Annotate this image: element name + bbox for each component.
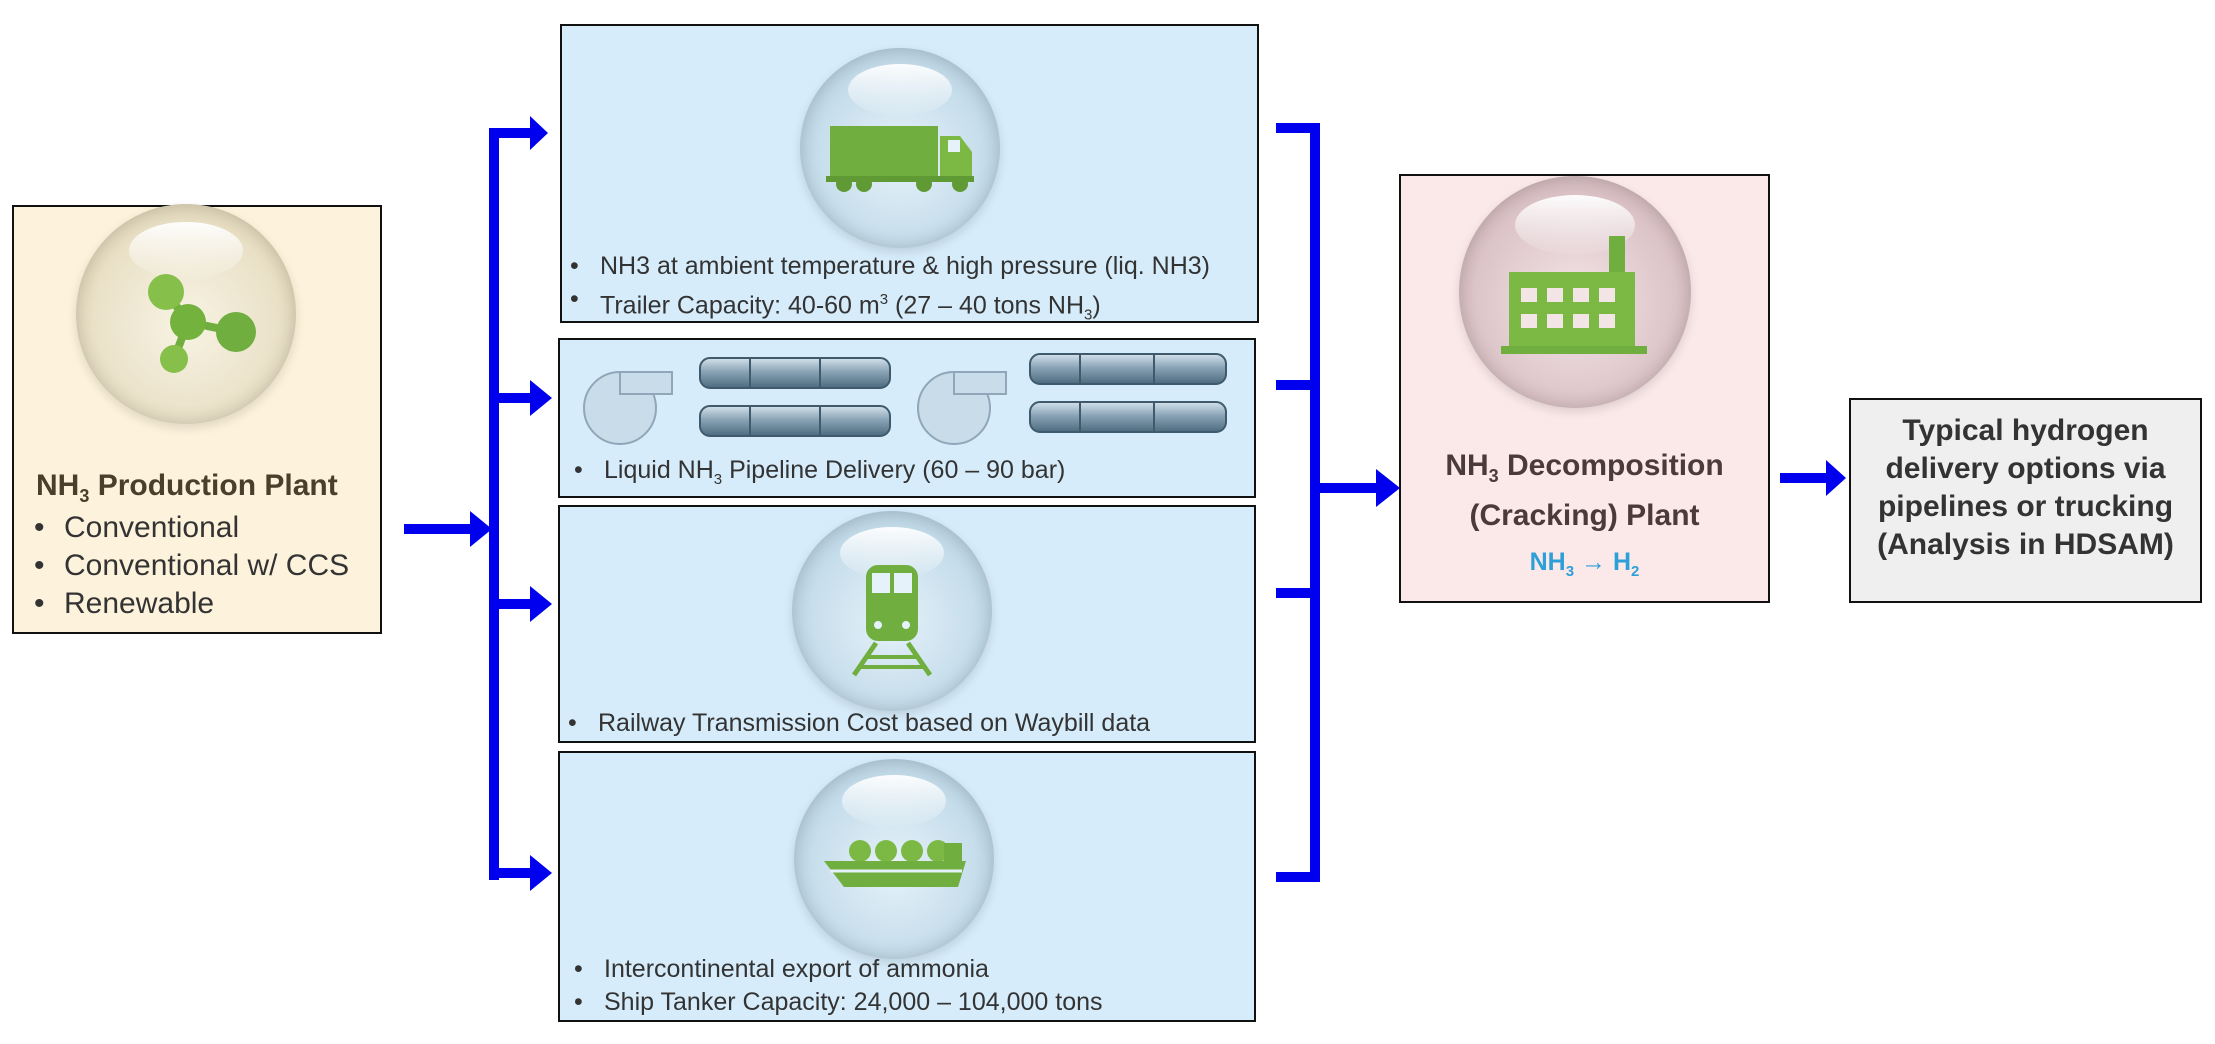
rail-orb (792, 511, 992, 711)
list-item: Conventional (28, 509, 349, 547)
arrowhead (530, 586, 552, 622)
list-item: Trailer Capacity: 40-60 m3 (27 – 40 tons… (564, 283, 1210, 331)
delivery-options-box: Typical hydrogen delivery options via pi… (1849, 398, 2202, 603)
truck-list: NH3 at ambient temperature & high pressu… (564, 250, 1210, 331)
list-item: Railway Transmission Cost based on Waybi… (562, 707, 1150, 740)
arrow-production-out (404, 524, 474, 534)
ship-icon (824, 840, 966, 887)
list-item: NH3 at ambient temperature & high pressu… (564, 250, 1210, 283)
arrow-to-delivery (1780, 473, 1830, 483)
orb-gloss (848, 64, 952, 116)
orb-gloss (842, 775, 946, 827)
list-item: Intercontinental export of ammonia (568, 953, 1103, 986)
cracking-title: NH3 Decomposition (Cracking) Plant (1445, 449, 1724, 532)
arrowhead (1376, 469, 1400, 507)
arrow-to-cracking (1320, 483, 1380, 493)
rail-list: Railway Transmission Cost based on Waybi… (562, 707, 1150, 740)
arrow-to-truck (489, 128, 535, 138)
arrowhead (1826, 460, 1846, 496)
pipeline-transport-box: Liquid NH3 Pipeline Delivery (60 – 90 ba… (558, 338, 1256, 498)
list-item: Liquid NH3 Pipeline Delivery (60 – 90 ba… (568, 454, 1065, 496)
cracking-plant-box: NH3 Decomposition (Cracking) Plant NH3 →… (1399, 174, 1770, 603)
cracking-formula: NH3 → H2 (1529, 548, 1640, 580)
molecule-icon (148, 274, 256, 373)
truck-icon (826, 126, 974, 192)
merge-from-rail (1276, 588, 1320, 598)
cracking-orb (1459, 176, 1691, 408)
list-item: Conventional w/ CCS (28, 547, 349, 585)
merge-spine (1310, 123, 1320, 881)
arrowhead (530, 380, 552, 416)
ship-transport-box: Intercontinental export of ammonia Ship … (558, 751, 1256, 1022)
factory-icon (1501, 236, 1647, 354)
merge-from-ship (1276, 872, 1320, 882)
production-plant-box: NH3 Production Plant Conventional Conven… (12, 204, 382, 634)
train-icon (851, 565, 933, 677)
list-item: Ship Tanker Capacity: 24,000 – 104,000 t… (568, 986, 1103, 1019)
truck-transport-box: NH3 at ambient temperature & high pressu… (560, 24, 1259, 323)
production-list: Conventional Conventional w/ CCS Renewab… (28, 509, 349, 623)
delivery-text: Typical hydrogen delivery options via pi… (1877, 414, 2174, 561)
list-item: Renewable (28, 585, 349, 623)
arrowhead (530, 855, 552, 891)
ship-list: Intercontinental export of ammonia Ship … (568, 953, 1103, 1019)
pipeline-icon (583, 353, 1227, 445)
rail-transport-box: Railway Transmission Cost based on Waybi… (558, 505, 1256, 743)
arrowhead (470, 511, 492, 547)
orb-gloss (128, 221, 244, 279)
arrow-to-rail (489, 599, 533, 609)
arrow-to-pipeline (489, 393, 533, 403)
arrow-to-ship (489, 868, 533, 878)
pipeline-list: Liquid NH3 Pipeline Delivery (60 – 90 ba… (568, 454, 1065, 496)
split-spine (489, 128, 499, 880)
truck-orb (800, 48, 1000, 248)
production-orb (76, 204, 296, 424)
production-title: NH3 Production Plant (36, 469, 338, 506)
merge-from-truck (1276, 123, 1320, 133)
ship-orb (794, 759, 994, 959)
merge-from-pipeline (1276, 380, 1320, 390)
arrowhead (530, 116, 548, 150)
